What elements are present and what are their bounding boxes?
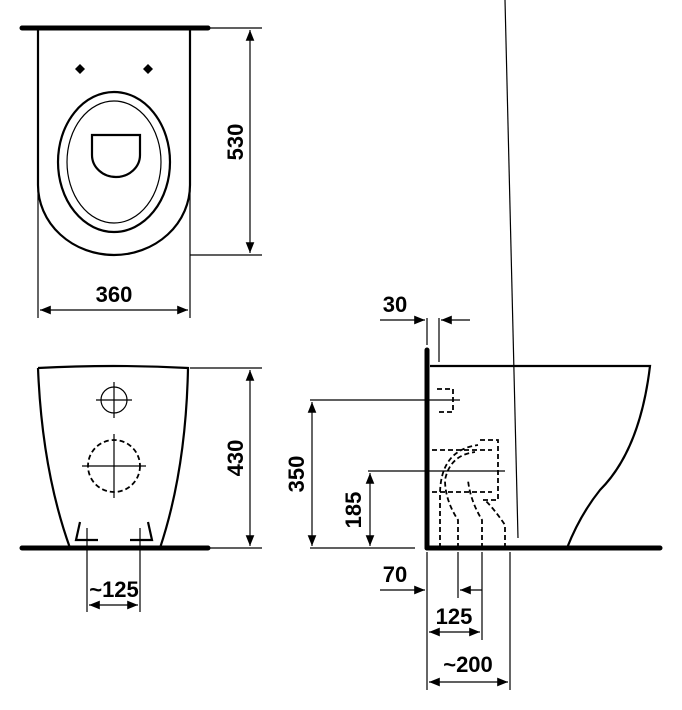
outlet-dashed — [432, 439, 506, 548]
seat-outer — [56, 90, 172, 234]
top-view: 530 360 — [19, 25, 262, 318]
front-outline — [36, 364, 190, 549]
seat-inner — [66, 100, 162, 224]
fixing-hole-icon — [143, 64, 153, 74]
dim-label-wall-gap: 30 — [383, 292, 407, 317]
side-outline — [430, 364, 652, 549]
dim-label-front-height: 430 — [223, 440, 248, 477]
bowl-opening — [90, 133, 142, 179]
side-view: 30 350 185 70 125 ~200 — [284, 0, 663, 690]
fixing-bracket — [74, 521, 154, 542]
dim-label-outlet-offset: 70 — [383, 562, 407, 587]
dim-label-top-depth: 530 — [223, 124, 248, 161]
dim-label-outlet-height: 185 — [341, 492, 366, 529]
bowl-outline — [36, 30, 192, 257]
fixing-hole-icon — [75, 64, 85, 74]
dim-label-outlet-max: ~200 — [443, 652, 493, 677]
dim-label-inlet-height: 350 — [284, 456, 309, 493]
dim-label-top-width: 360 — [96, 282, 133, 307]
dim-label-fixing-spacing: ~125 — [89, 577, 139, 602]
front-view: 430 ~125 — [19, 364, 262, 612]
dim-label-outlet-spacing: 125 — [436, 604, 473, 629]
